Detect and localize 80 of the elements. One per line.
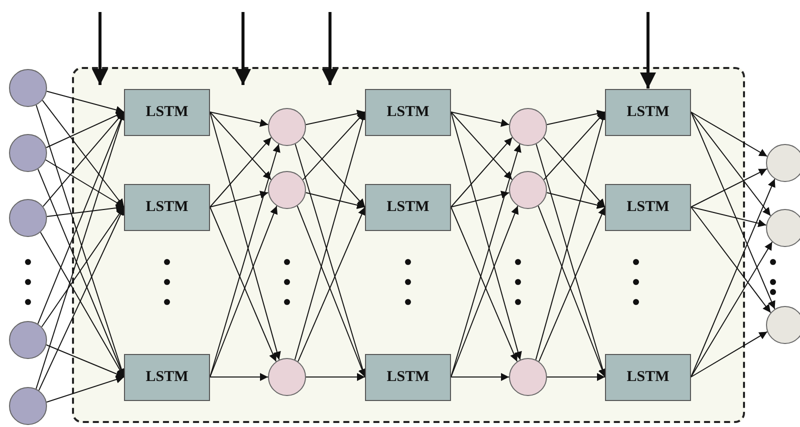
lstm-box	[124, 184, 210, 230]
arrow	[450, 144, 522, 378]
cell-label: LSTM	[386, 368, 430, 386]
lstm-box	[124, 354, 210, 400]
arrow	[322, 12, 338, 85]
neuron-circle	[268, 171, 306, 209]
arrow	[302, 112, 366, 180]
arrow	[690, 112, 771, 216]
arrow	[305, 192, 366, 209]
arrow	[690, 112, 768, 157]
arrow	[535, 112, 607, 360]
arrow	[92, 12, 108, 85]
lstm-box	[605, 88, 691, 136]
arrow	[46, 344, 124, 378]
neuron-circle	[766, 306, 800, 344]
arrow	[690, 241, 773, 378]
arrow	[46, 204, 124, 217]
arrow	[546, 110, 606, 126]
cell-label: LSTM	[626, 368, 670, 386]
lstm-box	[124, 88, 210, 136]
arrow	[450, 190, 510, 208]
neuron-circle	[509, 108, 547, 146]
arrow	[46, 376, 124, 403]
arrow	[450, 137, 513, 208]
arrow	[210, 112, 272, 180]
neuron-circle	[766, 209, 800, 247]
lstm-box	[605, 184, 691, 230]
arrow	[690, 168, 768, 208]
neuron-circle	[9, 387, 47, 425]
arrow	[690, 178, 776, 378]
cell-label: LSTM	[146, 368, 188, 386]
lstm-box	[365, 88, 451, 136]
dashed-container	[72, 67, 745, 423]
arrow	[210, 144, 280, 378]
arrow	[640, 12, 656, 88]
cell-label: LSTM	[146, 198, 188, 216]
lstm-box	[605, 354, 691, 400]
arrow	[690, 331, 768, 378]
lstm-box	[365, 354, 451, 400]
neuron-circle	[509, 358, 547, 396]
cell-label: LSTM	[626, 198, 670, 216]
neuron-circle	[509, 171, 547, 209]
arrow	[294, 112, 367, 360]
cell-label: LSTM	[146, 104, 188, 120]
arrow	[210, 373, 268, 381]
arrow	[210, 112, 281, 360]
arrow	[690, 206, 772, 314]
arrow	[210, 137, 272, 208]
cell-label: LSTM	[386, 198, 430, 216]
arrow	[546, 373, 606, 381]
neuron-circle	[9, 199, 47, 237]
neuron-circle	[9, 69, 47, 107]
arrow	[41, 206, 124, 328]
arrow	[305, 110, 366, 126]
arrow	[690, 206, 767, 228]
arrow	[210, 190, 269, 208]
neuron-circle	[9, 134, 47, 172]
neuron-circle	[268, 108, 306, 146]
arrow	[546, 192, 606, 209]
cell-label: LSTM	[626, 104, 670, 120]
arrow	[450, 373, 510, 381]
neuron-circle	[766, 144, 800, 182]
arrow	[210, 112, 269, 127]
arrow	[302, 136, 366, 208]
arrow	[450, 112, 513, 180]
arrow	[235, 12, 251, 85]
arrow	[450, 112, 510, 127]
arrow	[306, 373, 366, 381]
arrow	[45, 159, 124, 208]
arrow	[46, 90, 124, 114]
arrow	[38, 206, 124, 391]
lstm-box	[365, 184, 451, 230]
arrow	[543, 112, 606, 180]
cell-label: LSTM	[386, 104, 430, 120]
neuron-circle	[9, 321, 47, 359]
neuron-circle	[268, 358, 306, 396]
arrow	[690, 112, 776, 310]
arrow	[450, 112, 522, 360]
arrow	[543, 137, 606, 208]
arrow	[46, 112, 124, 148]
